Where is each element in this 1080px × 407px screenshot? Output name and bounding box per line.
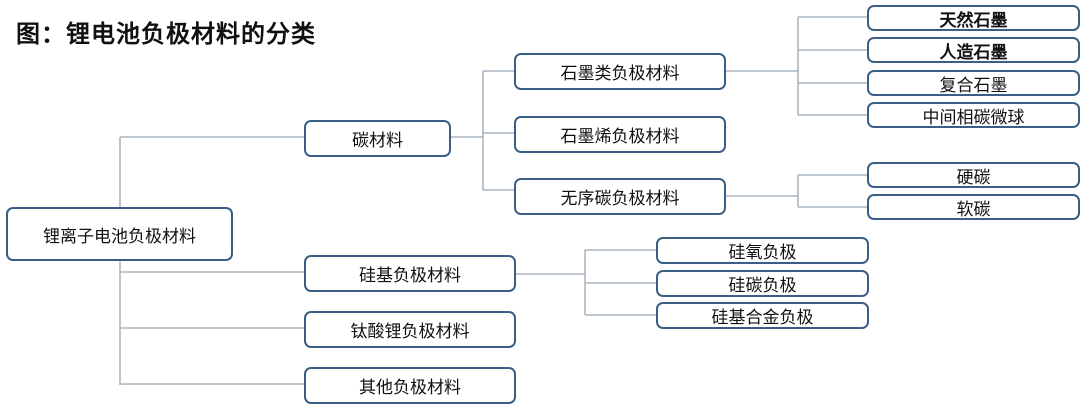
silicon-node: 硅基负极材料: [304, 255, 516, 292]
si-carbon-label: 硅碳负极: [728, 276, 797, 296]
other-node: 其他负极材料: [304, 367, 516, 404]
graphite-node: 石墨类负极材料: [514, 53, 726, 90]
si-oxide-node: 硅氧负极: [656, 237, 869, 264]
root-node: 锂离子电池负极材料: [6, 207, 233, 261]
graphene-node: 石墨烯负极材料: [514, 116, 726, 153]
figure-title: 图：锂电池负极材料的分类: [16, 20, 316, 48]
si-carbon-node: 硅碳负极: [656, 270, 869, 297]
amorphous-label: 无序碳负极材料: [560, 189, 680, 209]
si-oxide-label: 硅氧负极: [728, 243, 797, 263]
natural-graphite-node: 天然石墨: [867, 5, 1080, 31]
other-label: 其他负极材料: [359, 378, 461, 398]
si-alloy-label: 硅基合金负极: [711, 308, 814, 328]
soft-carbon-label: 软碳: [956, 199, 991, 220]
mcmb-label: 中间相碳微球: [922, 107, 1025, 128]
composite-graphite-node: 复合石墨: [867, 70, 1080, 96]
graphene-label: 石墨烯负极材料: [560, 127, 680, 147]
lto-label: 钛酸锂负极材料: [350, 322, 470, 342]
silicon-label: 硅基负极材料: [359, 266, 461, 286]
artificial-graphite-label: 人造石墨: [939, 42, 1008, 63]
si-alloy-node: 硅基合金负极: [656, 302, 869, 329]
carbon-label: 碳材料: [352, 131, 403, 151]
artificial-graphite-node: 人造石墨: [867, 37, 1080, 63]
soft-carbon-node: 软碳: [867, 194, 1080, 220]
lto-node: 钛酸锂负极材料: [304, 311, 516, 348]
carbon-node: 碳材料: [304, 120, 451, 157]
graphite-label: 石墨类负极材料: [560, 64, 680, 84]
mcmb-node: 中间相碳微球: [867, 102, 1080, 128]
hard-carbon-node: 硬碳: [867, 162, 1080, 188]
hard-carbon-label: 硬碳: [956, 167, 991, 188]
composite-graphite-label: 复合石墨: [939, 75, 1008, 96]
natural-graphite-label: 天然石墨: [939, 10, 1008, 31]
root-label: 锂离子电池负极材料: [43, 226, 196, 247]
amorphous-node: 无序碳负极材料: [514, 178, 726, 215]
